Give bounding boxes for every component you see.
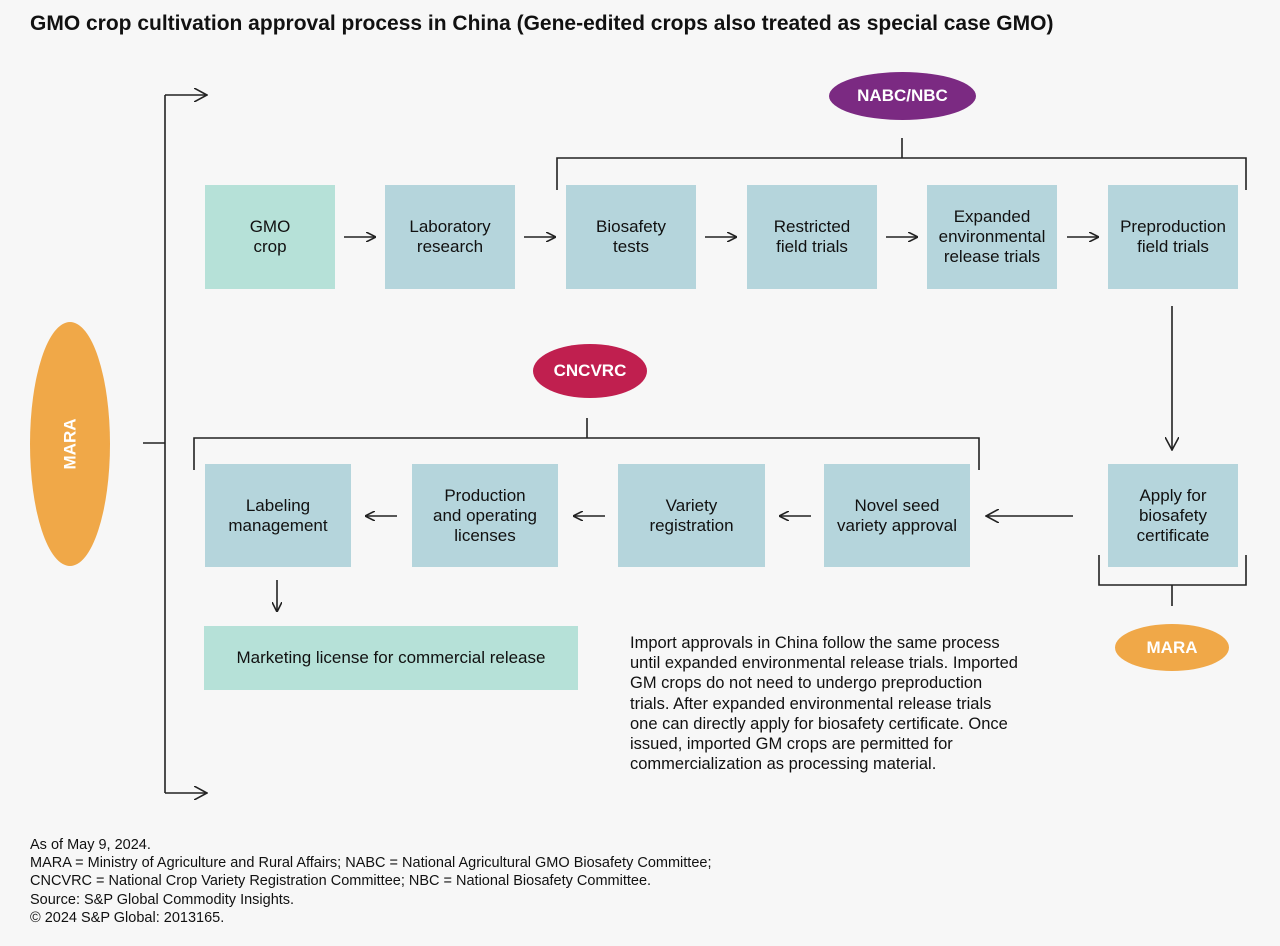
step-labeling-management: Labeling management [205,464,351,567]
step-novel-seed-variety-approval: Novel seed variety approval [824,464,970,567]
step-biosafety-tests: Biosafety tests [566,185,696,289]
mara-side-label: MARA [60,418,79,470]
mara-oval-certificate: MARA [1115,624,1229,671]
step-restricted-field-trials: Restricted field trials [747,185,877,289]
step-production-operating-licenses: Production and operating licenses [412,464,558,567]
step-expanded-environmental-release: Expanded environmental release trials [927,185,1057,289]
mara-oval-side: MARA [30,322,110,566]
import-approval-note: Import approvals in China follow the sam… [630,634,1018,774]
step-apply-biosafety-certificate: Apply for biosafety certificate [1108,464,1238,567]
step-gmo-crop: GMO crop [205,185,335,289]
step-variety-registration: Variety registration [618,464,765,567]
step-marketing-license: Marketing license for commercial release [204,626,578,690]
nabc-nbc-oval: NABC/NBC [829,72,976,120]
cncvrc-oval: CNCVRC [533,344,647,398]
step-laboratory-research: Laboratory research [385,185,515,289]
diagram-title: GMO crop cultivation approval process in… [30,12,1054,35]
step-preproduction-field-trials: Preproduction field trials [1108,185,1238,289]
footer-notes: As of May 9, 2024. MARA = Ministry of Ag… [30,837,712,926]
